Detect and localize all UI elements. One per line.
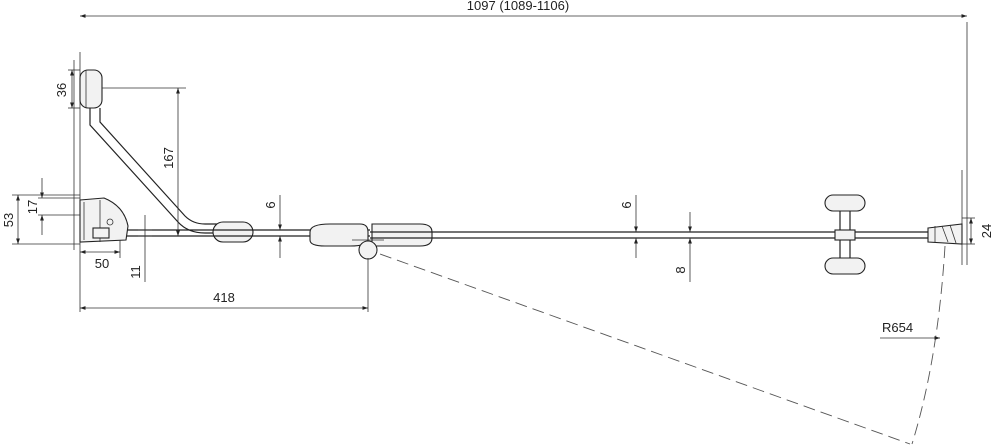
left-wall (73, 52, 81, 312)
profile-17-label: 17 (25, 200, 40, 214)
dimension-glass-thickness-left: 6 (263, 195, 282, 258)
door-glass-panel (370, 231, 945, 239)
wall-bracket-top (79, 69, 103, 109)
dimension-profile-17: 17 (25, 178, 80, 235)
dimension-profile-53: 53 (1, 194, 80, 245)
offset-50-label: 50 (95, 256, 109, 271)
door-handle (824, 194, 866, 275)
door-hinge (309, 223, 433, 260)
overall-width-label: 1097 (1089-1106) (467, 0, 569, 13)
dimension-wall-profile-24: 24 (962, 217, 994, 245)
left-wall-profile (79, 197, 129, 243)
glass-clamp-support (212, 221, 254, 243)
gap-label: 8 (673, 266, 688, 273)
profile-53-label: 53 (1, 213, 16, 227)
right-wall (961, 22, 968, 265)
right-wall-profile (927, 223, 963, 245)
glass-thickness-right-label: 6 (619, 201, 634, 208)
dimension-door-radius: R654 (880, 320, 940, 340)
wall-profile-24-label: 24 (979, 224, 994, 238)
support-height-label: 36 (54, 83, 69, 97)
dimension-support-height: 36 (54, 69, 80, 109)
dimension-hinge-distance: 418 (80, 258, 369, 312)
hinge-distance-label: 418 (213, 290, 235, 305)
dimension-glass-thickness-right: 6 (619, 195, 638, 258)
door-radius-label: R654 (882, 320, 913, 335)
door-swing-path (379, 245, 946, 445)
dimension-offset-11: 11 (128, 215, 152, 282)
dimension-overall-width: 1097 (1089-1106) (80, 0, 967, 18)
dimension-arm-length: 167 (102, 87, 186, 236)
hinge-pivot (358, 240, 378, 260)
dimension-gap: 8 (673, 212, 692, 282)
dimension-offset-50: 50 (80, 240, 121, 271)
glass-thickness-left-label: 6 (263, 201, 278, 208)
offset-11-label: 11 (128, 265, 143, 279)
arm-length-label: 167 (161, 147, 176, 169)
